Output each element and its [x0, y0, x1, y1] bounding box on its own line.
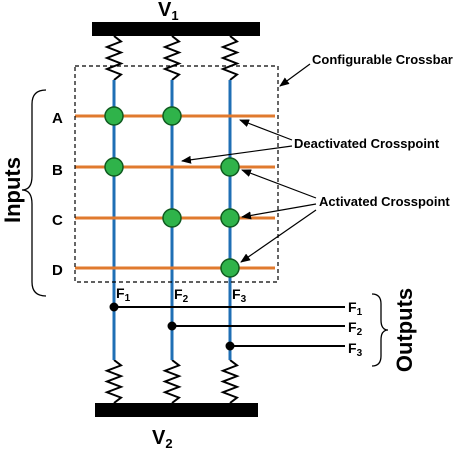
deactivated-arrow-2	[181, 145, 293, 164]
output-tap-f2	[167, 321, 177, 331]
crossbar-boundary	[74, 65, 279, 283]
configurable-crossbar-label: Configurable Crossbar	[312, 52, 453, 67]
bottom-resistors	[104, 359, 240, 404]
activated-arrow-2	[241, 203, 317, 220]
bottom-power-rail	[95, 403, 258, 417]
output-tap-f1	[109, 302, 119, 312]
row-label-c: C	[52, 212, 63, 229]
output-label-f3: F3	[348, 340, 363, 359]
crosspoint-c-f2	[162, 208, 182, 228]
top-resistor-3	[220, 35, 240, 81]
column-label-f1: F1	[116, 285, 131, 304]
row-lines	[75, 114, 275, 270]
crossbar-arrow	[279, 63, 311, 87]
crosspoint-c-f3	[220, 208, 240, 228]
column-label-f3: F3	[232, 286, 247, 305]
crosspoint-d-f3	[220, 258, 240, 278]
column-label-f2: F2	[174, 286, 189, 305]
inputs-label: Inputs	[0, 157, 25, 223]
output-tap-f3	[225, 341, 235, 351]
deactivated-arrow-1	[239, 119, 293, 141]
top-resistor-2	[162, 35, 182, 81]
crosspoint-b-f1	[104, 157, 124, 177]
bottom-rail-label: V2	[152, 427, 173, 451]
output-label-f1: F1	[348, 299, 363, 318]
outputs-label: Outputs	[392, 288, 417, 372]
row-label-b: B	[52, 162, 63, 179]
bottom-resistor-1	[104, 359, 124, 404]
output-label-f2: F2	[348, 319, 363, 338]
inputs-brace	[21, 89, 47, 297]
crosspoint-a-f1	[104, 106, 124, 126]
activated-arrow-1	[241, 169, 317, 199]
top-resistors	[104, 35, 240, 81]
bottom-resistor-3	[220, 359, 240, 404]
top-rail-label: V1	[158, 0, 179, 23]
row-label-a: A	[52, 110, 63, 127]
top-power-rail	[92, 22, 260, 36]
activated-crosspoint-label: Activated Crosspoint	[319, 194, 450, 209]
activated-arrow-3	[240, 209, 317, 263]
row-label-d: D	[52, 262, 63, 279]
top-resistor-1	[104, 35, 124, 81]
deactivated-crosspoint-label: Deactivated Crosspoint	[294, 136, 440, 151]
bottom-resistor-2	[162, 359, 182, 404]
crosspoint-b-f3	[220, 157, 240, 177]
crosspoint-a-f2	[162, 106, 182, 126]
outputs-brace	[371, 293, 389, 367]
crosspoint-nodes	[104, 106, 240, 278]
